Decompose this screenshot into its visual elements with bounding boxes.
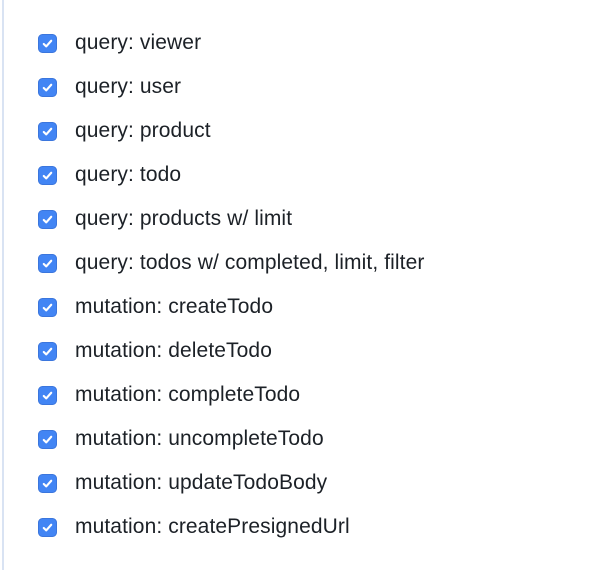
checklist-row: mutation: createPresignedUrl xyxy=(38,505,600,549)
checkbox-checked[interactable] xyxy=(38,209,57,229)
checklist-row: mutation: updateTodoBody xyxy=(38,461,600,505)
checkbox-label: query: product xyxy=(75,119,211,142)
check-icon xyxy=(42,479,53,487)
checkbox-label: query: todos w/ completed, limit, filter xyxy=(75,251,425,274)
check-icon xyxy=(42,347,53,355)
checkbox-checked[interactable] xyxy=(38,253,57,273)
checklist-row: query: products w/ limit xyxy=(38,197,600,241)
checklist-row: mutation: createTodo xyxy=(38,285,600,329)
check-icon xyxy=(42,215,53,223)
left-rule xyxy=(2,0,4,570)
check-icon xyxy=(42,127,53,135)
checklist-row: mutation: completeTodo xyxy=(38,373,600,417)
checkbox-label: query: todo xyxy=(75,163,182,186)
checklist-row: mutation: uncompleteTodo xyxy=(38,417,600,461)
checkbox-label: mutation: completeTodo xyxy=(75,383,301,406)
check-icon xyxy=(42,435,53,443)
checkbox-label: query: viewer xyxy=(75,31,202,54)
check-icon xyxy=(42,39,53,47)
checklist-row: query: todo xyxy=(38,153,600,197)
checkbox-label: mutation: deleteTodo xyxy=(75,339,272,362)
checkbox-checked[interactable] xyxy=(38,429,57,449)
checkbox-label: mutation: createPresignedUrl xyxy=(75,515,350,538)
checklist-row: query: user xyxy=(38,65,600,109)
checkbox-checked[interactable] xyxy=(38,341,57,361)
check-icon xyxy=(42,171,53,179)
checkbox-checked[interactable] xyxy=(38,517,57,537)
checkbox-label: query: products w/ limit xyxy=(75,207,293,230)
checkbox-label: query: user xyxy=(75,75,182,98)
checkbox-checked[interactable] xyxy=(38,77,57,97)
checkbox-label: mutation: createTodo xyxy=(75,295,274,318)
check-icon xyxy=(42,83,53,91)
checkbox-checked[interactable] xyxy=(38,33,57,53)
checkbox-checked[interactable] xyxy=(38,165,57,185)
check-icon xyxy=(42,259,53,267)
checkbox-checked[interactable] xyxy=(38,121,57,141)
checklist-row: query: todos w/ completed, limit, filter xyxy=(38,241,600,285)
checkbox-label: mutation: uncompleteTodo xyxy=(75,427,324,450)
checklist-row: query: product xyxy=(38,109,600,153)
checkbox-checked[interactable] xyxy=(38,473,57,493)
check-icon xyxy=(42,303,53,311)
check-icon xyxy=(42,391,53,399)
checklist: query: viewer query: user query: product… xyxy=(38,21,600,549)
checkbox-label: mutation: updateTodoBody xyxy=(75,471,328,494)
checklist-row: mutation: deleteTodo xyxy=(38,329,600,373)
checkbox-checked[interactable] xyxy=(38,297,57,317)
checklist-row: query: viewer xyxy=(38,21,600,65)
check-icon xyxy=(42,523,53,531)
checkbox-checked[interactable] xyxy=(38,385,57,405)
